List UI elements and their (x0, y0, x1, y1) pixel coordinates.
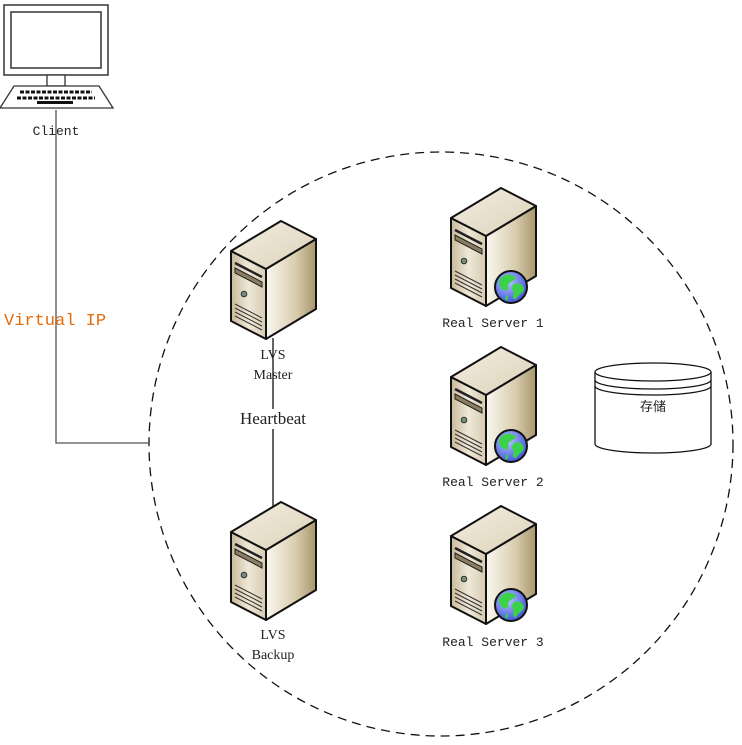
lvs-backup-label-line1: LVS (260, 628, 286, 643)
lvs-backup-label: LVS Backup (233, 626, 313, 666)
lvs-master-server-icon[interactable] (229, 219, 318, 341)
heartbeat-label: Heartbeat (226, 409, 320, 429)
real-server-2-label: Real Server 2 (442, 475, 544, 490)
computer-icon (0, 4, 115, 109)
lvs-master-label: LVS Master (233, 346, 313, 386)
storage-label: 存储 (639, 400, 666, 415)
globe-icon (494, 270, 528, 304)
client-connection-line (55, 110, 150, 444)
globe-icon (494, 588, 528, 622)
virtual-ip-label: Virtual IP (4, 312, 107, 331)
lvs-backup-server-icon[interactable] (229, 500, 318, 622)
real-server-3-label: Real Server 3 (442, 635, 544, 650)
cluster-boundary (148, 151, 734, 737)
real-server-1-label: Real Server 1 (442, 316, 544, 331)
database-icon[interactable] (594, 362, 712, 454)
lvs-backup-label-line2: Backup (251, 648, 295, 663)
lvs-master-label-line1: LVS (260, 348, 286, 363)
lvs-master-label-line2: Master (253, 368, 293, 383)
client-label: Client (32, 124, 80, 139)
globe-icon (494, 429, 528, 463)
